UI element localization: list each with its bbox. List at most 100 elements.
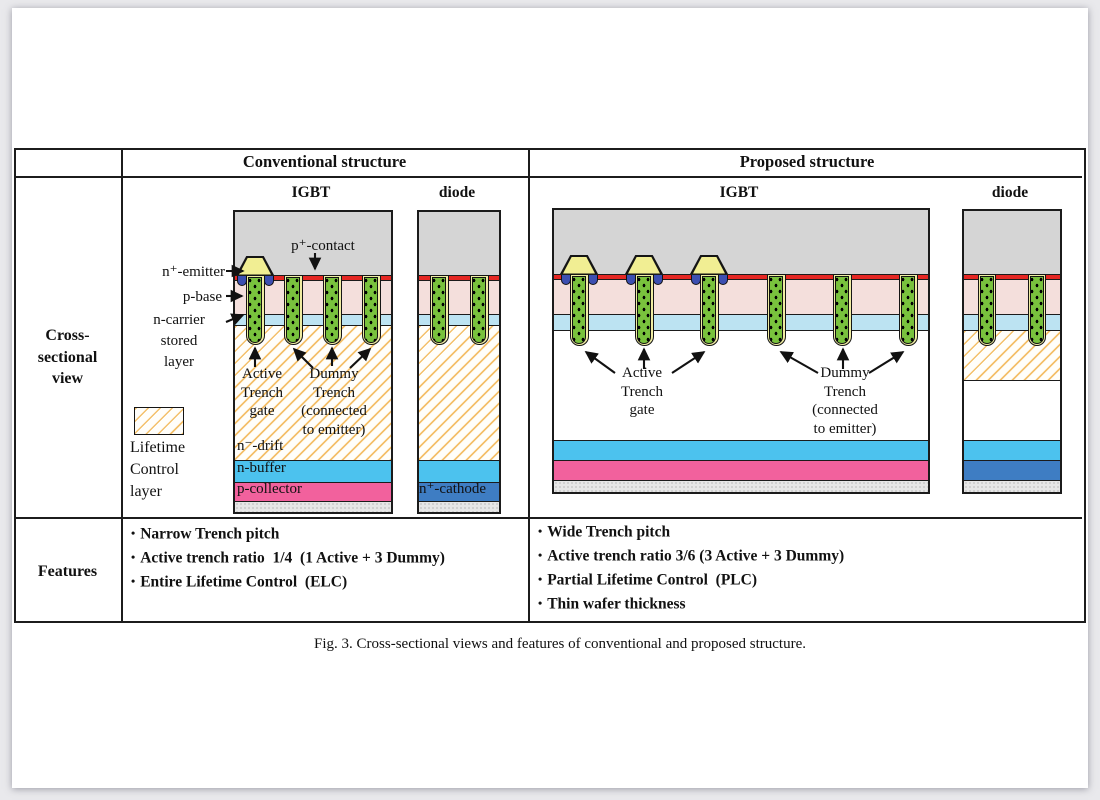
proposed-igbt-n-emitter-left-2	[625, 275, 636, 285]
table-vline-labels	[121, 150, 123, 621]
proposed-igbt-emitter-electrode	[554, 210, 928, 274]
proposed-diode-title: diode	[991, 184, 1029, 201]
proposed-igbt-n-emitter-left-3	[690, 275, 701, 285]
proposed-diode-trench-core-2	[1030, 276, 1044, 344]
feature-item-1: Narrow Trench pitch	[131, 522, 523, 546]
feature-item-2: Active trench ratio 3/6 (3 Active + 3 Du…	[538, 544, 1082, 568]
row-label-cross-sectional-view: Cross- sectional view	[37, 327, 98, 387]
proposed-diode	[962, 209, 1062, 494]
label-p-contact: p⁺-contact	[291, 238, 355, 254]
header-proposed-structure: Proposed structure	[739, 152, 875, 171]
table-hline-header	[16, 176, 1082, 178]
feature-item-4: Thin wafer thickness	[538, 592, 1082, 616]
proposed-diode-anode-electrode	[964, 211, 1060, 274]
conventional-igbt-trench-core-2	[285, 277, 301, 343]
feature-item-3: Entire Lifetime Control (ELC)	[131, 570, 523, 594]
proposed-diode-n-drift	[964, 380, 1060, 440]
proposed-diode-substrate	[964, 480, 1060, 492]
conventional-igbt-n-carrier-stored-layer	[235, 314, 391, 325]
conventional-diode-anode-electrode	[419, 212, 499, 275]
label-n-emitter: n⁺-emitter	[162, 264, 225, 280]
conventional-igbt-trench-core-3	[324, 277, 340, 343]
proposed-igbt-gate-cap-2	[628, 257, 660, 274]
label-proposed-dummy-trench: Dummy Trench (connected to emitter)	[812, 365, 878, 437]
proposed-igbt-p-base	[554, 279, 928, 314]
conventional-igbt-trench-core-4	[363, 277, 379, 343]
conventional-igbt-n-buffer	[235, 460, 391, 482]
label-n-cathode: n⁺-cathode	[419, 481, 487, 497]
label-conventional-active-trench-gate: Active Trench gate	[241, 366, 283, 419]
conventional-igbt-trench-2	[283, 275, 303, 345]
proposed-igbt-n-carrier-stored-layer	[554, 314, 928, 330]
row-label-features: Features	[37, 563, 98, 580]
proposed-igbt-trench-1	[569, 274, 589, 346]
figure-table-frame	[14, 148, 1086, 623]
proposed-igbt-p-collector	[554, 460, 928, 480]
proposed-igbt-trench-6	[898, 274, 918, 346]
conventional-diode-n-cathode	[419, 482, 499, 501]
label-n-buffer: n-buffer	[237, 460, 286, 476]
conventional-diode-trench-2	[469, 275, 489, 345]
table-vline-structures	[528, 150, 530, 621]
label-proposed-active-trench-gate: Active Trench gate	[621, 365, 663, 418]
proposed-igbt-trench-core-3	[701, 276, 717, 344]
features-proposed: Wide Trench pitchActive trench ratio 3/6…	[538, 520, 1082, 616]
proposed-diode-trench-1	[978, 274, 996, 346]
proposed-igbt-trench-core-4	[768, 276, 784, 344]
conventional-diode-n-buffer	[419, 460, 499, 482]
figure-caption: Fig. 3. Cross-sectional views and featur…	[314, 636, 806, 652]
conventional-igbt-p-collector	[235, 482, 391, 501]
proposed-igbt-trench-core-1	[571, 276, 587, 344]
proposed-igbt-n-emitter-left-1	[560, 275, 571, 285]
proposed-igbt-gate-cap-3	[693, 257, 725, 274]
features-conventional: Narrow Trench pitchActive trench ratio 1…	[131, 522, 523, 594]
label-n-carrier-stored-layer: n-carrier stored layer	[153, 312, 205, 370]
proposed-igbt-n-emitter-right-3	[717, 275, 728, 285]
conventional-diode-trench-core-2	[471, 277, 487, 343]
label-n-drift: n⁻-drift	[237, 438, 284, 454]
lifetime-control-legend-swatch	[134, 407, 184, 435]
proposed-igbt-trench-2	[634, 274, 654, 346]
proposed-igbt-trench-3	[699, 274, 719, 346]
conventional-igbt-n-emitter-left-1	[236, 276, 247, 286]
conventional-diode-n-carrier-stored-layer	[419, 314, 499, 325]
proposed-diode-contact	[964, 274, 1060, 279]
conventional-diode-n-drift-lifetime-control	[419, 325, 499, 460]
proposed-igbt	[552, 208, 930, 494]
conventional-igbt-gate-cap-1	[239, 258, 271, 275]
label-conventional-dummy-trench: Dummy Trench (connected to emitter)	[301, 366, 367, 438]
proposed-igbt-n-buffer	[554, 440, 928, 460]
header-conventional-structure: Conventional structure	[242, 152, 407, 171]
conventional-igbt-title: IGBT	[291, 184, 331, 201]
proposed-diode-n-cathode	[964, 460, 1060, 480]
conventional-diode-title: diode	[438, 184, 476, 201]
proposed-igbt-trench-core-6	[900, 276, 916, 344]
conventional-igbt-trench-3	[322, 275, 342, 345]
conventional-igbt-trench-4	[361, 275, 381, 345]
proposed-igbt-title: IGBT	[719, 184, 759, 201]
conventional-igbt-p-contact	[235, 275, 391, 280]
proposed-igbt-n-drift	[554, 330, 928, 440]
conventional-igbt-trench-core-1	[247, 277, 263, 343]
proposed-igbt-substrate	[554, 480, 928, 492]
feature-item-2: Active trench ratio 1/4 (1 Active + 3 Du…	[131, 546, 523, 570]
proposed-igbt-gate-cap-1	[563, 257, 595, 274]
proposed-igbt-trench-4	[766, 274, 786, 346]
label-lifetime-control-layer: Lifetime Control layer	[130, 439, 186, 500]
conventional-diode-contact	[419, 275, 499, 280]
conventional-diode-substrate	[419, 501, 499, 512]
conventional-diode	[417, 210, 501, 514]
table-hline-features	[16, 517, 1082, 519]
conventional-diode-trench-core-1	[431, 277, 447, 343]
label-p-base: p-base	[182, 289, 222, 305]
proposed-diode-trench-2	[1028, 274, 1046, 346]
conventional-igbt-n-emitter-right-1	[263, 276, 274, 286]
proposed-igbt-n-emitter-right-1	[587, 275, 598, 285]
proposed-igbt-trench-core-2	[636, 276, 652, 344]
feature-item-3: Partial Lifetime Control (PLC)	[538, 568, 1082, 592]
conventional-diode-trench-1	[429, 275, 449, 345]
proposed-igbt-trench-5	[832, 274, 852, 346]
conventional-igbt-substrate	[235, 501, 391, 512]
